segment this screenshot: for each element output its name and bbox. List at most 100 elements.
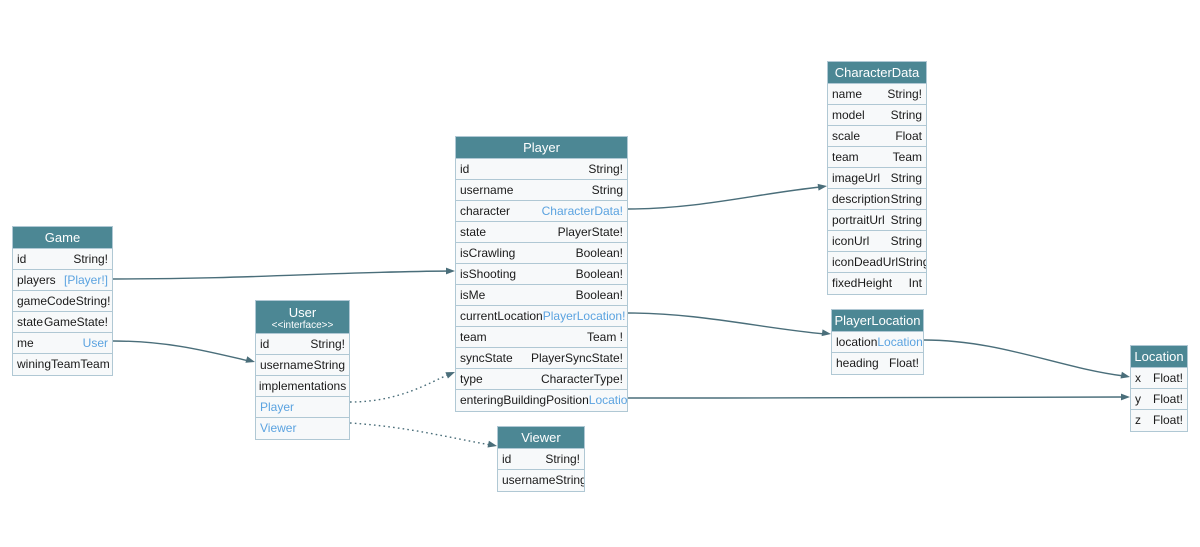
field-type[interactable]: Location: [588, 393, 627, 407]
field-row: name String!: [828, 84, 926, 105]
field-name: description: [832, 191, 891, 206]
field-row: implementations: [256, 376, 349, 397]
field-type: Float!: [1152, 391, 1183, 406]
field-name: username: [502, 473, 556, 487]
edge-game-me-to-user: [112, 340, 250, 362]
field-name: implementations: [258, 378, 347, 393]
field-name: character: [460, 203, 511, 218]
edge-player-enteringbuildingposition-to-location: [627, 396, 1125, 399]
field-type: GameState!: [43, 314, 108, 329]
field-type: String!: [887, 86, 922, 101]
field-name: gameCode: [17, 293, 76, 308]
entity-header-viewer: Viewer: [498, 427, 584, 449]
field-type: String: [591, 182, 623, 197]
field-name: currentLocation: [460, 308, 543, 323]
entity-header-player: Player: [456, 137, 627, 159]
implementation-link[interactable]: Viewer: [256, 418, 349, 439]
field-type: Boolean!: [575, 266, 623, 281]
arrow-head-player-currentlocation-to-playerlocation: [821, 329, 831, 337]
field-type[interactable]: User: [82, 335, 108, 350]
field-type[interactable]: [Player!]: [63, 272, 108, 287]
field-name: isShooting: [460, 266, 517, 281]
field-row[interactable]: enteringBuildingPositionLocation: [456, 390, 627, 411]
field-type: Team !: [586, 329, 623, 344]
field-type: String: [890, 107, 922, 122]
field-type: String: [890, 212, 922, 227]
edge-playerlocation-location-to-location: [923, 339, 1125, 377]
entity-box-user[interactable]: User<<interface>>id String! username String…: [255, 300, 350, 440]
field-row: model String: [828, 105, 926, 126]
field-type: Float!: [1152, 413, 1183, 427]
field-name: x: [1135, 370, 1141, 385]
entity-header-user: User<<interface>>: [256, 301, 349, 334]
field-type: String!: [75, 293, 111, 308]
field-name: syncState: [460, 350, 513, 365]
field-name: model: [832, 107, 865, 122]
field-name: enteringBuildingPosition: [460, 393, 589, 407]
field-name: portraitUrl: [832, 212, 885, 227]
field-row: portraitUrl String: [828, 210, 926, 231]
edge-user-player-impl: [349, 373, 451, 403]
edge-user-viewer-impl: [349, 422, 492, 446]
entity-header-game: Game: [13, 227, 112, 249]
field-row: syncState PlayerSyncState!: [456, 348, 627, 369]
field-name: name: [832, 86, 863, 101]
field-type: Boolean!: [575, 287, 623, 302]
field-name: location: [836, 334, 878, 349]
field-type: String!: [310, 336, 345, 351]
entity-title: User: [288, 304, 317, 320]
field-name: username: [260, 357, 314, 372]
field-name: team: [460, 329, 487, 344]
field-type[interactable]: PlayerLocation!: [542, 308, 626, 323]
entity-header-playerlocation: PlayerLocation: [832, 310, 923, 332]
field-type: Float: [895, 128, 922, 143]
field-row[interactable]: players[Player!]: [13, 270, 112, 291]
field-name: id: [17, 251, 27, 266]
field-type: String: [890, 233, 922, 248]
entity-header-characterdata: CharacterData: [828, 62, 926, 84]
field-name: heading: [836, 356, 879, 370]
field-type: String: [555, 473, 584, 487]
field-name: id: [260, 336, 270, 351]
field-type[interactable]: Location!: [877, 334, 923, 349]
implementation-link[interactable]: Player: [256, 397, 349, 418]
entity-header-location: Location: [1131, 346, 1187, 368]
field-name: imageUrl: [832, 170, 881, 185]
field-name: id: [502, 451, 512, 466]
field-type: PlayerState!: [557, 224, 623, 239]
field-type[interactable]: CharacterData!: [541, 203, 623, 218]
arrow-head-player-character-to-characterdata: [817, 183, 827, 191]
field-row: id String!: [256, 334, 349, 355]
field-type: PlayerSyncState!: [530, 350, 623, 365]
field-type: Boolean!: [575, 245, 623, 260]
field-row[interactable]: character CharacterData!: [456, 201, 627, 222]
